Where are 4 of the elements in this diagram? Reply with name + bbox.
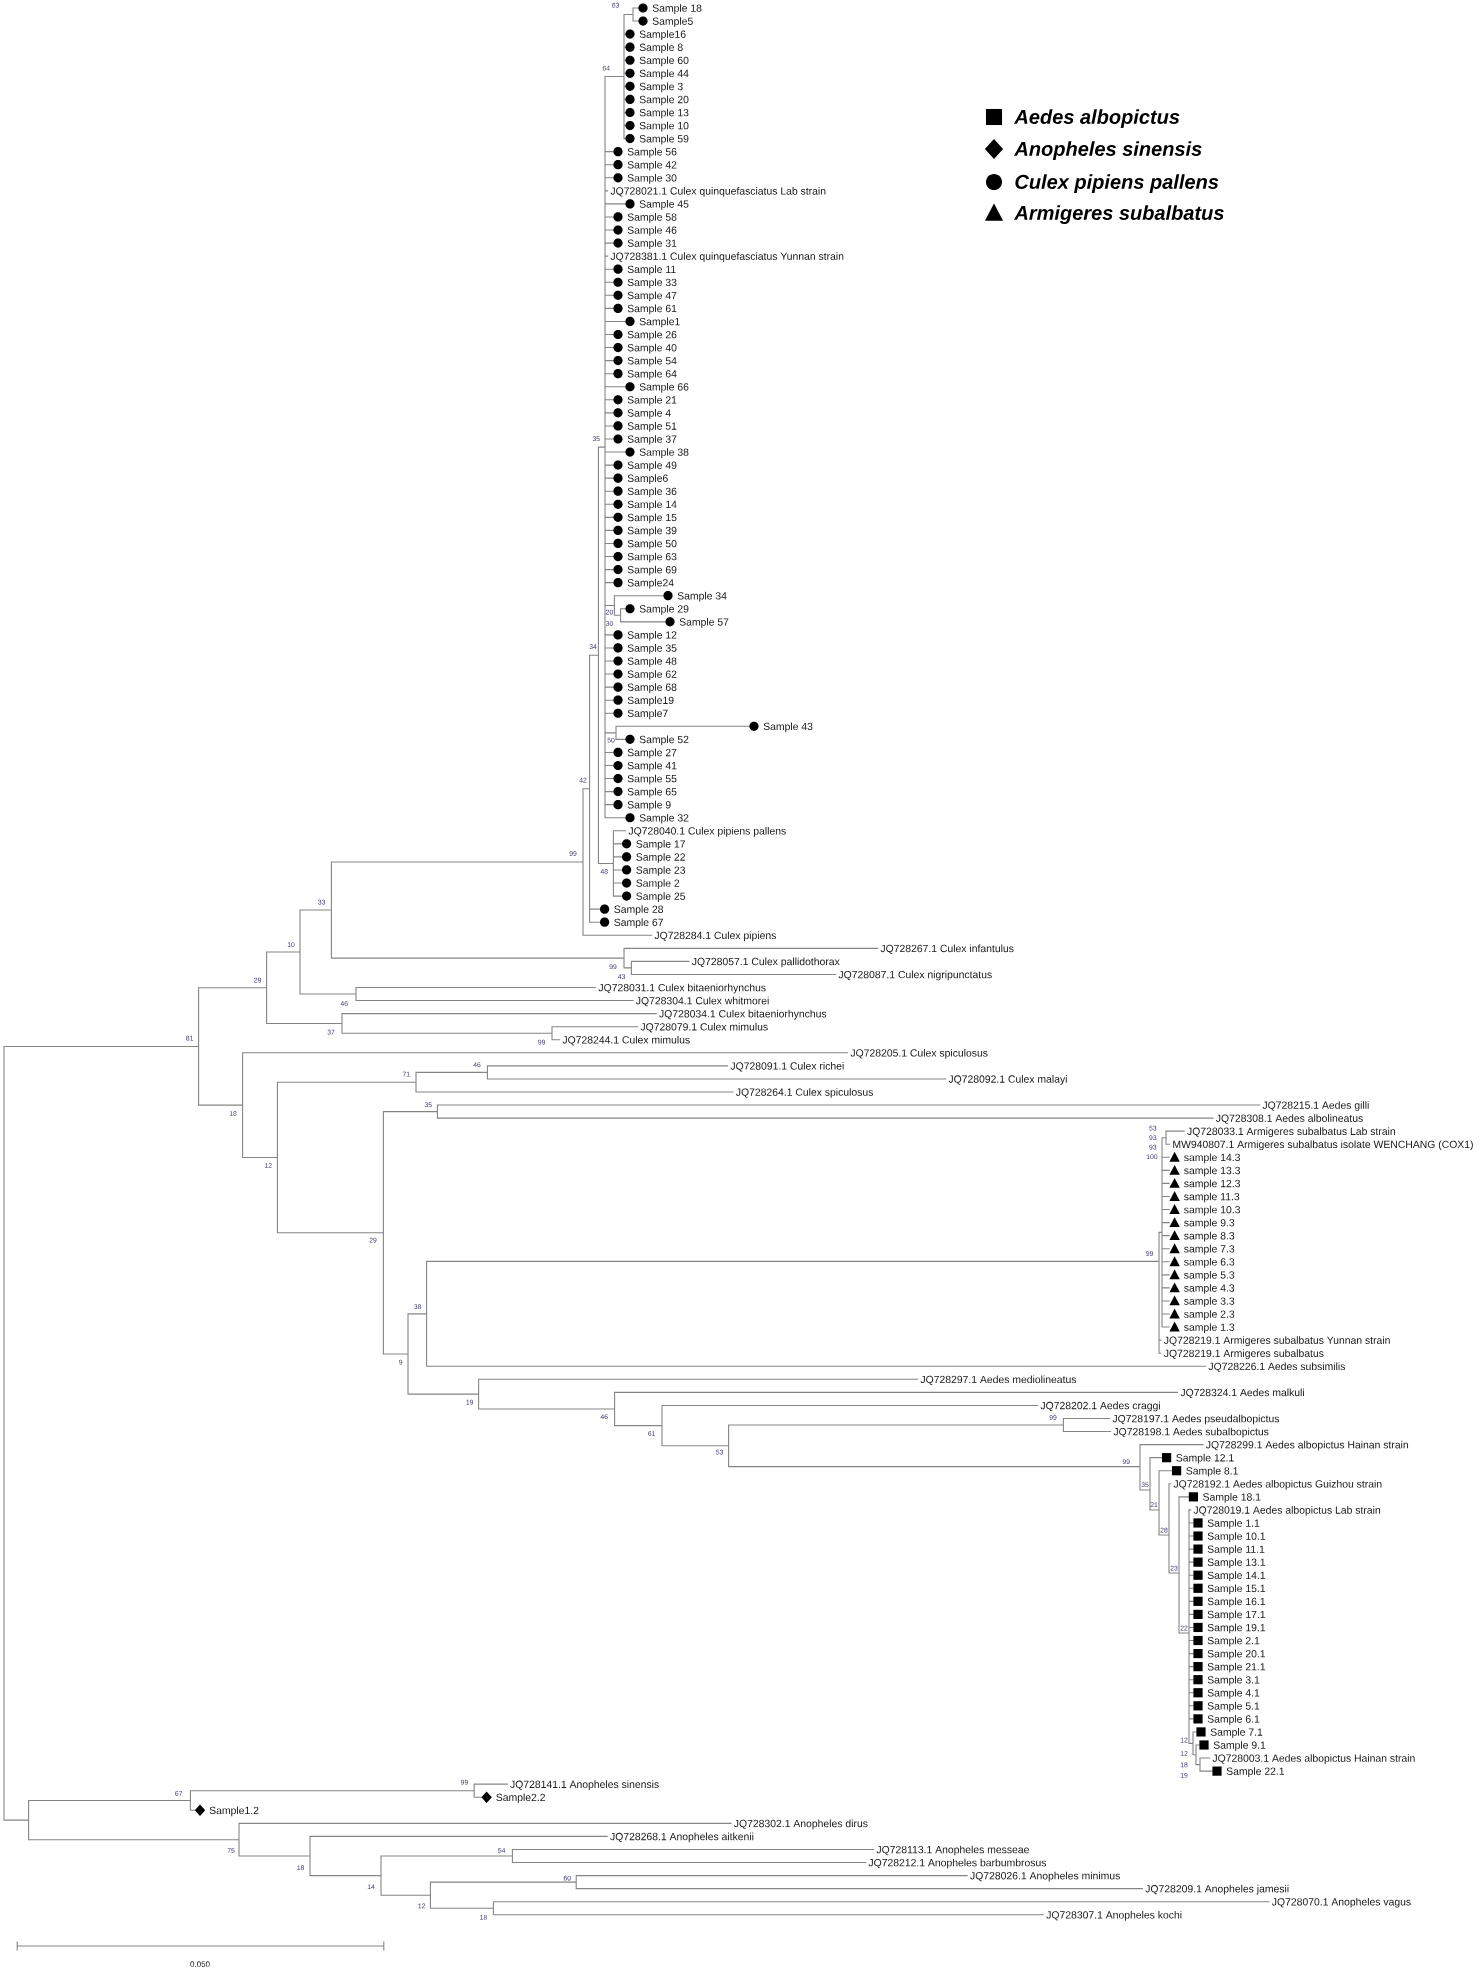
legend-label: Armigeres subalbatus <box>1014 205 1224 224</box>
legend-label: Aedes albopictus <box>1014 109 1180 128</box>
legend-label: Anopheles sinensis <box>1014 141 1202 160</box>
legend-label: Culex pipiens pallens <box>1015 174 1219 193</box>
